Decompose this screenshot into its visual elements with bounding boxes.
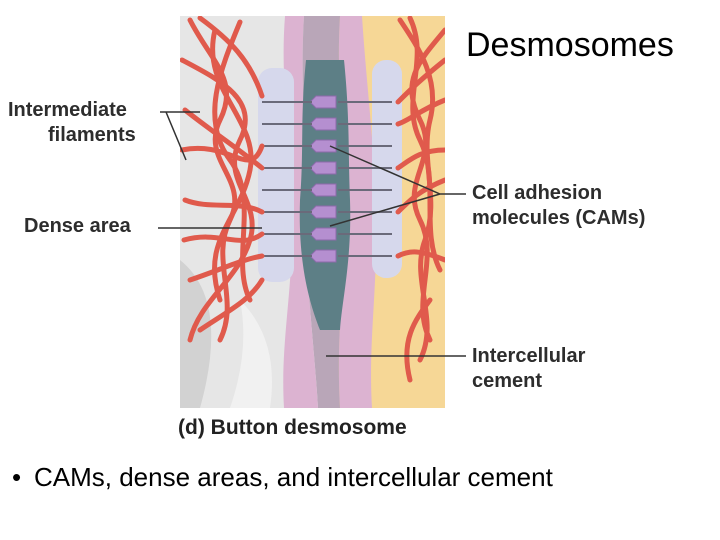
figure-caption: (d) Button desmosome xyxy=(178,416,407,439)
intermediate-filaments-label: Intermediate filaments xyxy=(8,98,136,148)
label-line: Intercellular xyxy=(472,345,586,367)
label-line: filaments xyxy=(48,124,136,146)
intermediate-filaments-right xyxy=(395,16,445,383)
intercellular-cement-label: Intercellular cement xyxy=(472,344,585,394)
intermediate-filaments-left xyxy=(180,16,265,343)
cams xyxy=(309,95,337,263)
desmosome-illustration xyxy=(158,16,466,408)
dense-plaque-left xyxy=(258,68,294,282)
cams-label: Cell adhesion molecules (CAMs) xyxy=(472,181,645,231)
slide-title: Desmosomes xyxy=(466,26,674,64)
label-line: cement xyxy=(472,370,543,392)
label-line: Intermediate xyxy=(8,99,127,121)
bullet-text: CAMs, dense areas, and intercellular cem… xyxy=(34,462,553,492)
cams-leader xyxy=(329,145,466,227)
filaments-leader xyxy=(160,111,200,161)
dense-area-label: Dense area xyxy=(24,215,131,237)
bullet-icon: • xyxy=(12,462,22,492)
label-line: Cell adhesion xyxy=(472,182,603,204)
label-line: molecules (CAMs) xyxy=(472,207,646,229)
bullet-point: • CAMs, dense areas, and intercellular ce… xyxy=(12,462,553,493)
